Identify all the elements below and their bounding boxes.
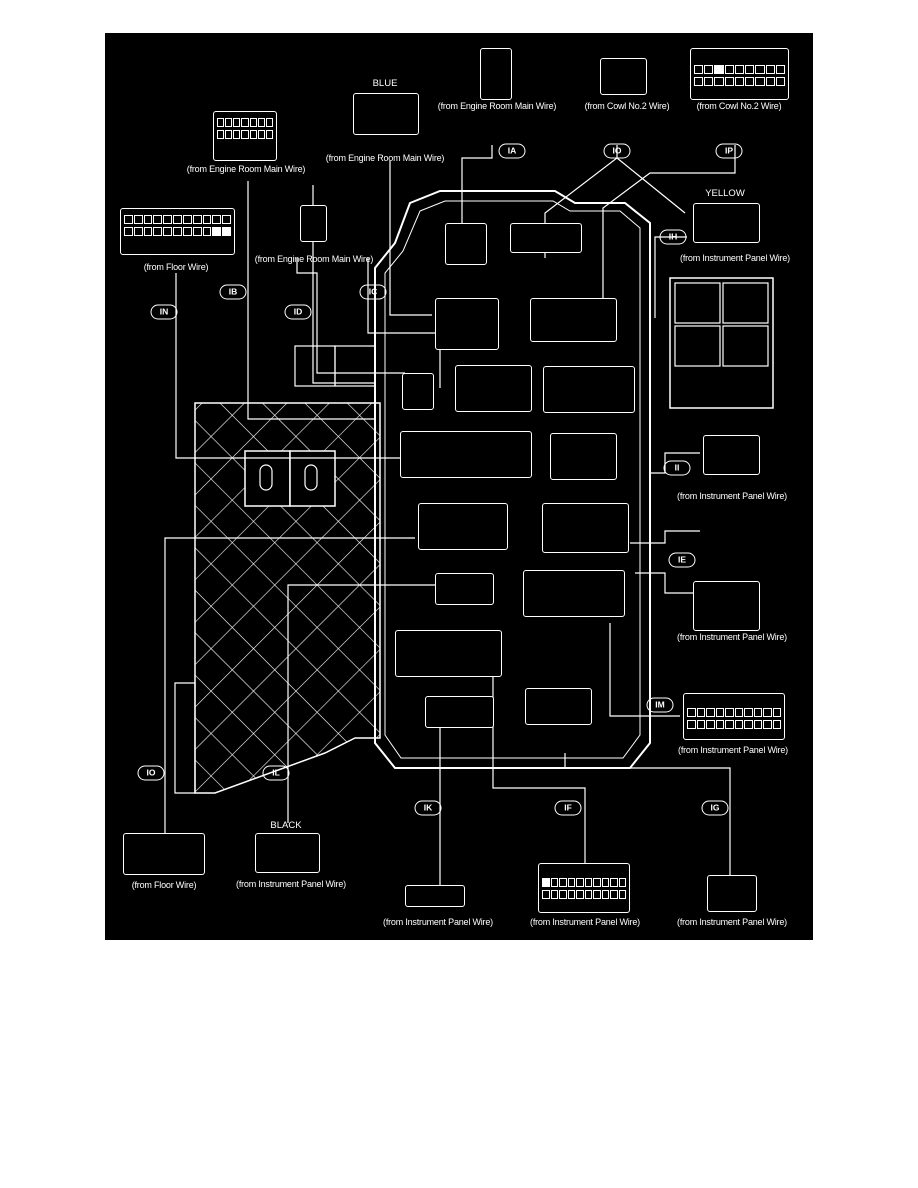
connector-ib [213, 111, 277, 161]
tag-im: IM [646, 697, 674, 713]
tag-ik: IK [414, 800, 442, 816]
tag-if: IF [554, 800, 582, 816]
block-connector-im [523, 570, 625, 617]
connector-io-top [600, 58, 647, 95]
label-im: (from Instrument Panel Wire) [678, 745, 788, 755]
label-ib: (from Engine Room Main Wire) [186, 164, 306, 174]
connector-id [300, 205, 327, 242]
connector-blue [353, 93, 419, 135]
connector-ie [693, 581, 760, 631]
block-connector-ic [435, 298, 499, 350]
label-ii: (from Instrument Panel Wire) [677, 491, 787, 501]
tag-id: ID [284, 304, 312, 320]
connector-ik [405, 885, 465, 907]
tag-ip: IP [715, 143, 743, 159]
block-connector-ib [455, 365, 532, 412]
tag-ie: IE [668, 552, 696, 568]
label-ia: (from Engine Room Main Wire) [437, 101, 557, 111]
tag-ia: IA [498, 143, 526, 159]
block-connector-io-2 [418, 503, 508, 550]
tag-ih: IH [659, 229, 687, 245]
label-il: (from Instrument Panel Wire) [236, 879, 346, 889]
label-ig: (from Instrument Panel Wire) [677, 917, 787, 927]
tag-io-top: IO [603, 143, 631, 159]
connector-ia [480, 48, 512, 100]
label-ik: (from Instrument Panel Wire) [383, 917, 493, 927]
connector-io-bottom [123, 833, 205, 875]
tag-ib: IB [219, 284, 247, 300]
connector-in [120, 208, 235, 255]
tag-il: IL [262, 765, 290, 781]
label-io-bottom: (from Floor Wire) [131, 880, 197, 890]
tag-in: IN [150, 304, 178, 320]
junction-block-connector-diagram: IA IO IP IH IB IC IN ID II IE IM IO IL I… [105, 33, 813, 940]
block-connector-ih [543, 366, 635, 413]
label-ip: (from Cowl No.2 Wire) [696, 101, 782, 111]
tag-ig: IG [701, 800, 729, 816]
label-ic: (from Engine Room Main Wire) [325, 153, 445, 163]
color-label-black: BLACK [270, 820, 302, 831]
diagram-linework [164, 145, 774, 893]
block-connector-io [510, 223, 582, 253]
block-connector-in [400, 431, 532, 478]
tag-io-bottom: IO [137, 765, 165, 781]
connector-if [538, 863, 630, 913]
connector-yellow [693, 203, 760, 243]
block-connector-ig [525, 688, 592, 725]
label-if: (from Instrument Panel Wire) [530, 917, 640, 927]
connector-ip [690, 48, 789, 100]
label-io-top: (from Cowl No.2 Wire) [584, 101, 670, 111]
label-ie: (from Instrument Panel Wire) [677, 632, 787, 642]
connector-im [683, 693, 785, 740]
block-connector-ik [425, 696, 494, 728]
block-connector-if [395, 630, 502, 677]
color-label-blue: BLUE [372, 78, 398, 89]
block-connector-ia [445, 223, 487, 265]
label-ih: (from Instrument Panel Wire) [680, 253, 790, 263]
block-connector-ii [550, 433, 617, 480]
label-in: (from Floor Wire) [143, 262, 209, 272]
tag-ii: II [663, 460, 691, 476]
block-connector-il [435, 573, 494, 605]
block-connector-ie [542, 503, 629, 553]
junction-block-outline [374, 190, 651, 769]
label-id: (from Engine Room Main Wire) [254, 254, 374, 264]
block-connector-id [402, 373, 434, 410]
connector-ii [703, 435, 760, 475]
tag-ic: IC [359, 284, 387, 300]
connector-ig [707, 875, 757, 912]
connector-black [255, 833, 320, 873]
block-connector-ip [530, 298, 617, 342]
color-label-yellow: YELLOW [705, 188, 745, 199]
